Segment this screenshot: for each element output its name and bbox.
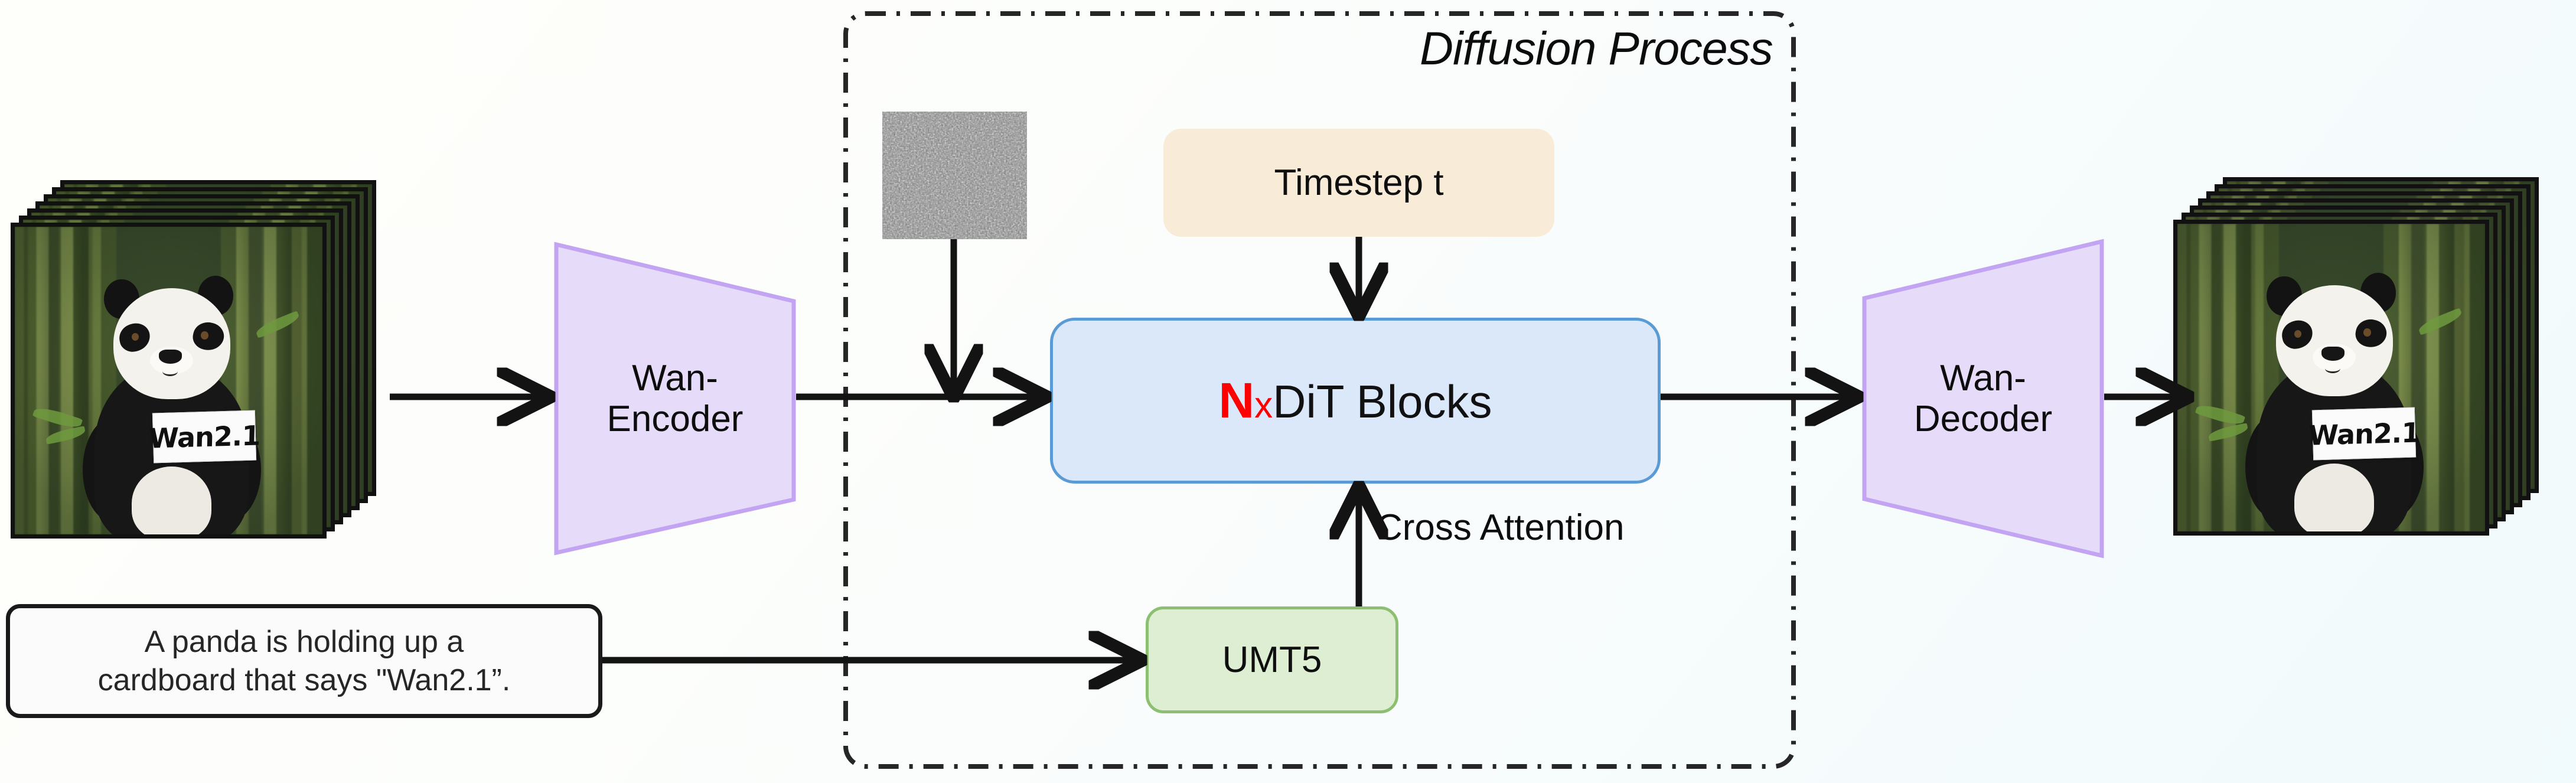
wan-encoder-line2: Encoder: [606, 399, 744, 439]
umt5-label: UMT5: [1222, 640, 1322, 680]
panda-mouth: [162, 367, 178, 377]
panda-pupil-right: [201, 331, 208, 340]
dit-blocks-text: DiT Blocks: [1273, 376, 1492, 428]
wan-decoder-line2: Decoder: [1913, 399, 2053, 439]
wan-decoder-label: Wan- Decoder: [1862, 239, 2104, 558]
panda-nose: [158, 350, 182, 364]
video-frame-front: Wan2.1: [11, 223, 327, 539]
timestep-label: Timestep t: [1274, 162, 1444, 203]
panda-nose: [2321, 347, 2345, 361]
dit-multiply-symbol: x: [1254, 385, 1273, 426]
text-prompt-box[interactable]: A panda is holding up a cardboard that s…: [6, 604, 602, 718]
dit-repeat-count: N: [1218, 373, 1255, 428]
panda-pupil-right: [2363, 328, 2371, 337]
gaussian-noise-latent: [882, 112, 1027, 239]
text-prompt-line1: A panda is holding up a: [144, 624, 464, 659]
panda-sign-text: Wan2.1: [2308, 416, 2421, 451]
umt5-node[interactable]: UMT5: [1146, 606, 1398, 713]
panda-pupil-left: [131, 332, 139, 341]
panda-sign-text: Wan2.1: [148, 419, 261, 454]
panda-sign-card: Wan2.1: [149, 410, 260, 464]
wan-encoder-line1: Wan-: [632, 357, 718, 399]
text-prompt-line2: cardboard that says "Wan2.1”.: [97, 663, 511, 697]
wan-decoder-line1: Wan-: [1940, 357, 2026, 399]
wan-encoder-label: Wan- Encoder: [554, 242, 796, 555]
panda-sign-card: Wan2.1: [2308, 407, 2420, 461]
dit-blocks-node[interactable]: NxDiT Blocks: [1050, 318, 1661, 484]
wan-encoder-node[interactable]: Wan- Encoder: [554, 242, 796, 556]
diffusion-process-label: Diffusion Process: [1420, 22, 1773, 74]
panda-mouth: [2325, 364, 2341, 374]
dit-blocks-label: NxDiT Blocks: [1219, 372, 1492, 429]
timestep-node[interactable]: Timestep t: [1163, 129, 1554, 237]
panda-chest: [2294, 464, 2375, 531]
panda-pupil-left: [2294, 329, 2302, 338]
diffusion-region-border: [843, 11, 1796, 769]
video-frame-front: Wan2.1: [2173, 220, 2489, 536]
wan-decoder-node[interactable]: Wan- Decoder: [1862, 239, 2104, 559]
panda-chest: [131, 466, 212, 534]
output-video-frames: Wan2.1: [2173, 177, 2539, 543]
cross-attention-label: Cross Attention: [1376, 507, 1625, 548]
input-video-frames: Wan2.1: [11, 180, 377, 546]
